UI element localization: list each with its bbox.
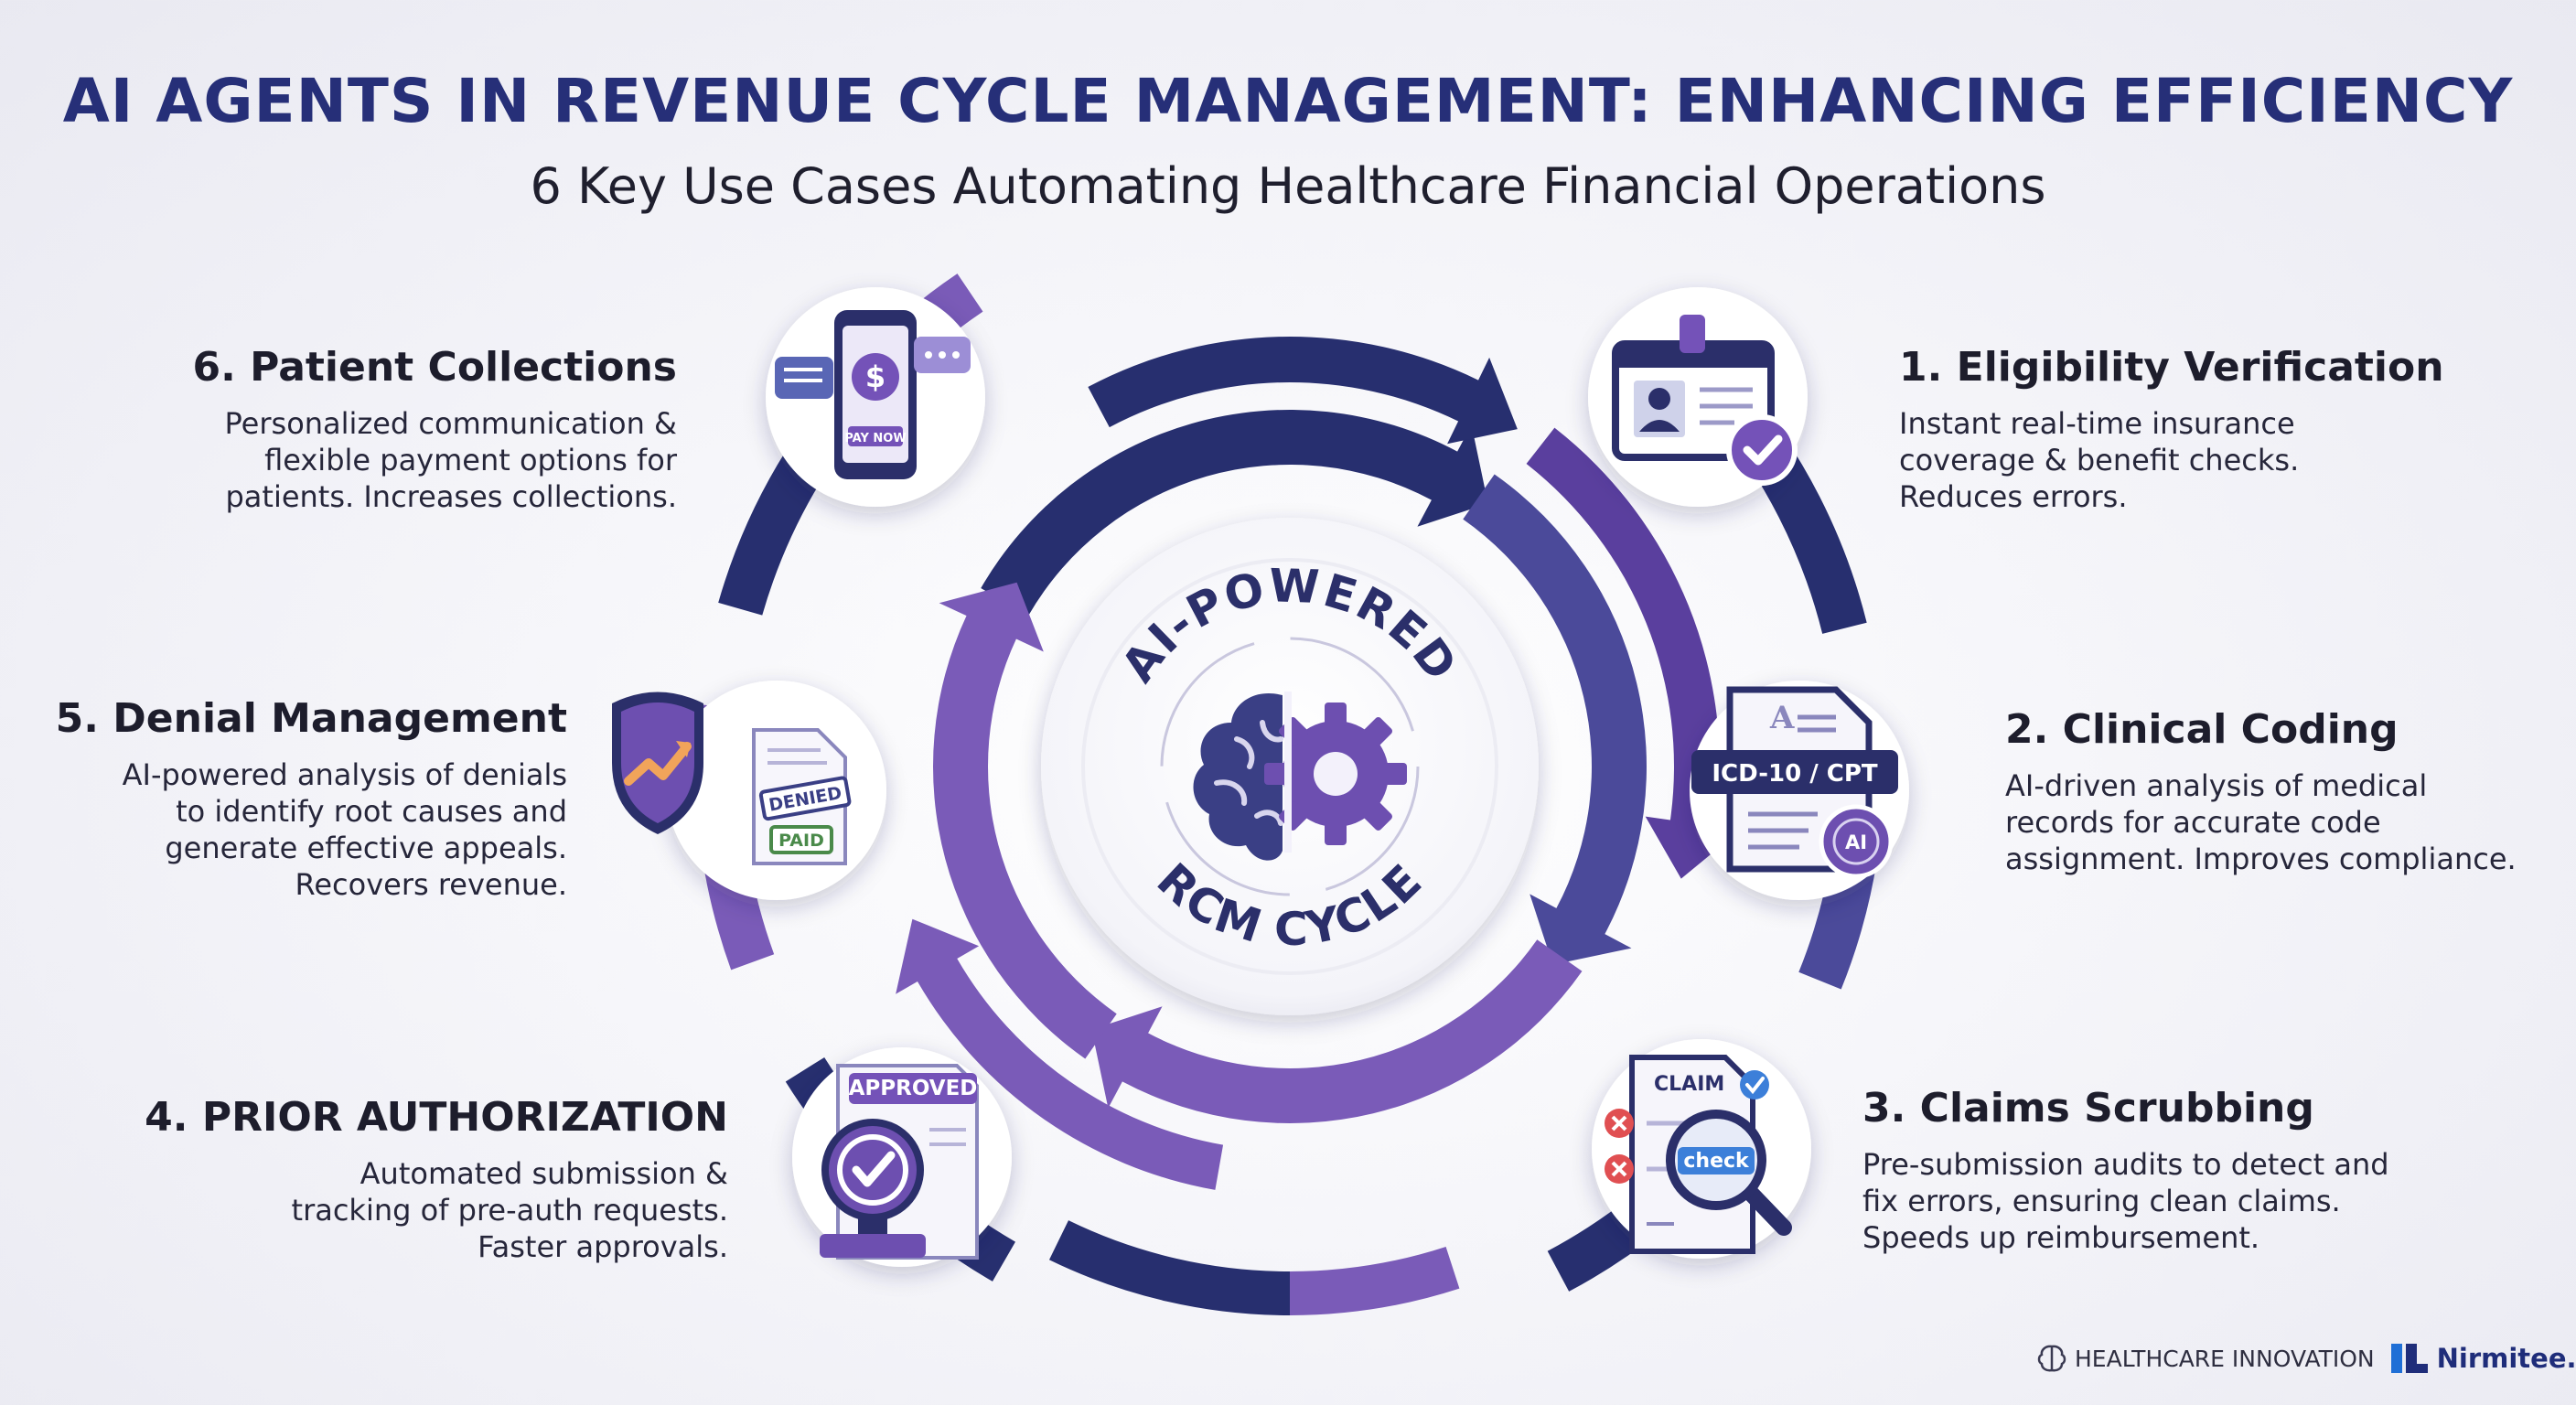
page-title: AI AGENTS IN REVENUE CYCLE MANAGEMENT: E… <box>62 66 2514 136</box>
inner-cycle-arrows <box>896 336 1741 1190</box>
inner-cycle-arrow <box>1463 474 1647 965</box>
step-heading: 4. PRIOR AUTHORIZATION <box>145 1094 728 1141</box>
phone-payment-icon: $ PAY NOW <box>766 287 985 507</box>
document-ai-chip-icon: A ICD-10 / CPT AI <box>1690 681 1909 900</box>
claim-magnifier-icon: CLAIM check <box>1592 1039 1811 1259</box>
step-description: Personalized communication & flexible pa… <box>224 406 677 514</box>
paid-stamp-label: PAID <box>778 831 824 851</box>
step-heading: 3. Claims Scrubbing <box>1862 1085 2314 1132</box>
step-card-coding: 2. Clinical Coding AI-driven analysis of… <box>2005 706 2517 877</box>
step-description: AI-powered analysis of denials to identi… <box>122 757 567 902</box>
step-heading: 1. Eligibility Verification <box>1899 344 2444 391</box>
inner-cycle-arrow <box>1088 336 1518 445</box>
footer-org-text: HEALTHCARE INNOVATION <box>2075 1345 2375 1372</box>
approved-stamp-label: APPROVED <box>849 1077 978 1100</box>
code-badge-label: ICD-10 / CPT <box>1712 760 1878 788</box>
inner-cycle-arrow <box>1091 939 1583 1124</box>
inner-cycle-arrow <box>932 582 1117 1059</box>
step-icon-circles: $ PAY NOW <box>612 287 1909 1267</box>
pay-now-label: PAY NOW <box>844 432 906 445</box>
svg-text:A: A <box>1769 700 1795 736</box>
page-subtitle: 6 Key Use Cases Automating Healthcare Fi… <box>530 157 2046 215</box>
brain-outline-icon <box>2037 1345 2066 1372</box>
step-heading: 5. Denial Management <box>55 695 567 742</box>
center-hub: AI-POWERED RCM CYCLE <box>1041 518 1539 1015</box>
svg-text:$: $ <box>865 359 886 394</box>
brain-gear-icon <box>1193 692 1407 861</box>
step-card-denial: 5. Denial Management AI-powered analysis… <box>56 695 567 903</box>
footer: HEALTHCARE INNOVATION Nirmitee.io <box>2036 1340 2576 1377</box>
step-description: Automated submission & tracking of pre-a… <box>291 1156 728 1264</box>
footer-brand-text: Nirmitee.io <box>2436 1343 2576 1374</box>
step-heading: 2. Clinical Coding <box>2005 706 2399 753</box>
step-card-prior-authorization: 4. PRIOR AUTHORIZATION Automated submiss… <box>145 1094 728 1265</box>
outer-ring-segment <box>1290 1246 1460 1315</box>
step-heading: 6. Patient Collections <box>192 344 677 391</box>
claim-doc-label: CLAIM <box>1654 1073 1724 1096</box>
step-card-claims: 3. Claims Scrubbing Pre-submission audit… <box>1862 1085 2389 1256</box>
inner-cycle-arrow <box>896 918 1224 1190</box>
inner-cycle-arrow <box>1526 427 1741 879</box>
outer-ring-segment <box>1048 1220 1290 1315</box>
step-description: AI-driven analysis of medical records fo… <box>2005 768 2517 876</box>
check-lens-label: check <box>1683 1150 1750 1173</box>
id-badge-check-icon <box>1588 287 1808 507</box>
inner-cycle-arrow <box>981 410 1488 616</box>
step-description: Pre-submission audits to detect and fix … <box>1862 1147 2389 1255</box>
shield-trend-icon: DENIED PAID <box>612 681 886 900</box>
nirmitee-logo-icon <box>2390 1344 2428 1373</box>
step-card-collections: 6. Patient Collections Personalized comm… <box>192 344 677 515</box>
ai-chip-label: AI <box>1845 831 1867 853</box>
approval-stamp-icon: APPROVED <box>792 1047 1012 1267</box>
step-card-eligibility: 1. Eligibility Verification Instant real… <box>1899 344 2444 515</box>
step-description: Instant real-time insurance coverage & b… <box>1899 406 2300 514</box>
